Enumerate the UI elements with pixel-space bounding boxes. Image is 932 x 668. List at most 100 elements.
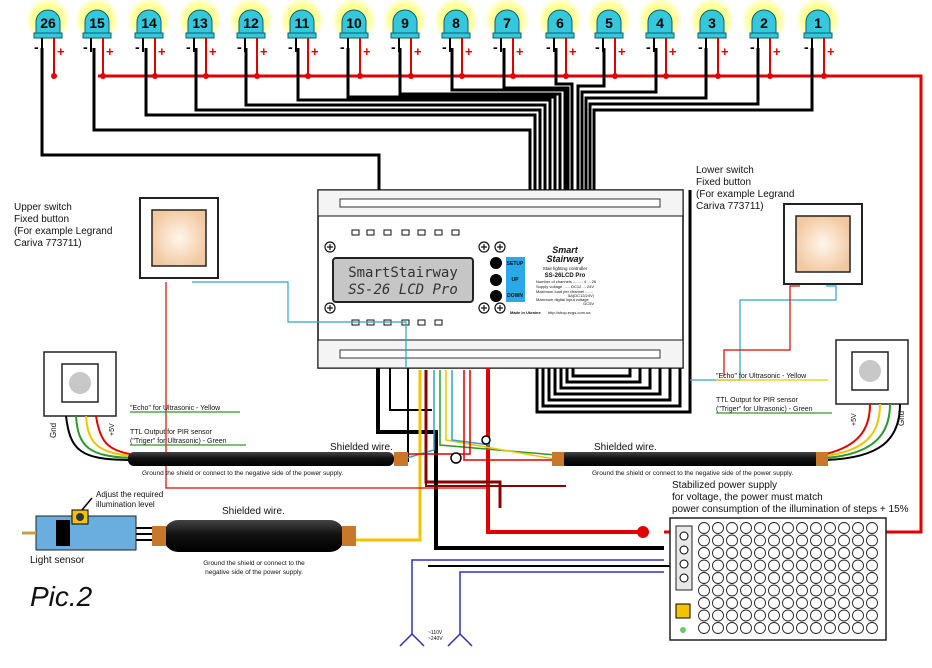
vent-hole [866,584,878,597]
led-plus-sign: + [465,44,473,59]
vent-hole [824,597,836,609]
psu-terminals [679,531,689,583]
vent-hole [796,609,808,622]
vent-hole [866,609,878,622]
led-8 [434,0,478,79]
vent-hole [824,559,836,572]
led-minus-sign: - [750,39,755,55]
vent-hole [782,622,794,634]
upper-switch[interactable] [139,197,219,279]
vent-hole [712,597,724,609]
shielded-wire-label-1: Shielded wire. [330,442,393,453]
vent-hole [866,534,878,547]
vent-hole [768,547,780,559]
psu-label-1: Stabilized power supply [672,480,777,491]
vent-hole [852,547,864,559]
led-lens [647,9,673,35]
led-negative-wires [40,48,814,190]
psu-label-2: for voltage, the power must match [672,492,823,503]
led-minus-sign: - [135,39,140,55]
led-number-label: 1 [814,15,822,31]
vent-hole [740,547,752,559]
vent-hole [838,534,850,547]
spec-1: Number of channels ......... 4 ... 26 [536,279,597,284]
shielded-cable-left [128,452,408,466]
led-13 [178,0,222,79]
vent-hole [740,522,752,534]
ttl-left-label-2: ("Triger" for Ultrasonic) - Green [130,438,227,445]
led-11 [280,0,324,79]
lcd-line-2: SS-26 LCD Pro [348,282,458,298]
vent-hole [754,622,766,634]
led-plus-sign: + [721,44,729,59]
vent-hole [796,522,808,534]
vent-hole [754,534,766,547]
vent-hole [824,522,836,534]
led-plus-sign: + [773,44,781,59]
terminal-screws-top [351,229,460,236]
up-button[interactable] [490,274,502,286]
vent-hole [698,597,710,609]
led-lens [35,9,61,35]
spec-3: Maximum load per channel ....... [536,289,593,294]
led-minus-sign: - [698,39,703,55]
vent-hole [698,622,710,634]
light-sensor-label: Light sensor [30,555,85,566]
led-number-label: 12 [243,15,259,31]
led-base [82,32,112,39]
led-base [33,32,63,39]
vent-hole [754,609,766,622]
vent-hole [824,584,836,597]
vent-hole [782,547,794,559]
vent-hole [838,622,850,634]
down-button[interactable] [490,290,502,302]
vent-hole [810,597,822,609]
setup-button[interactable] [490,257,502,269]
led-minus-sign: - [442,39,447,55]
vent-hole [768,534,780,547]
vent-hole [796,597,808,609]
vent-hole [782,522,794,534]
led-base [185,32,215,39]
led-lens [494,9,520,35]
led-minus-sign: - [34,39,39,55]
vent-hole [866,572,878,584]
lower-switch[interactable] [783,203,863,285]
vent-hole [726,597,738,609]
led-lens [699,9,725,35]
vent-hole [782,572,794,584]
vent-hole [768,622,780,634]
psu-label-3: power consumption of the illumination of… [672,504,909,515]
led-minus-sign: - [595,39,600,55]
led-plus-sign: + [209,44,217,59]
led-minus-sign: - [646,39,651,55]
led-minus-sign: - [237,39,242,55]
led-lens [84,9,110,35]
vent-hole [838,559,850,572]
adjust-label-1: Adjust the required [96,490,163,499]
controller-model: SS-26LCD Pro [545,273,586,279]
lcd-screen [332,257,474,303]
led-1 [796,0,840,79]
led-minus-sign: - [288,39,293,55]
mains-label-1: ~110V [428,630,443,636]
vent-hole [726,609,738,622]
led-base [645,32,675,39]
vent-hole [712,559,724,572]
led-minus-sign: - [546,39,551,55]
labels: Upper switch Fixed button (For example L… [14,165,909,642]
vent-hole [796,584,808,597]
led-lens [547,9,573,35]
vent-hole [796,622,808,634]
vent-hole [838,522,850,534]
led-plus-sign: + [618,44,626,59]
vent-hole [768,609,780,622]
led-15 [75,0,119,79]
light-sensor [22,497,152,551]
led-lens [751,9,777,35]
led-lens [392,9,418,35]
vent-hole [782,597,794,609]
led-14 [127,0,171,79]
vent-hole [810,522,822,534]
